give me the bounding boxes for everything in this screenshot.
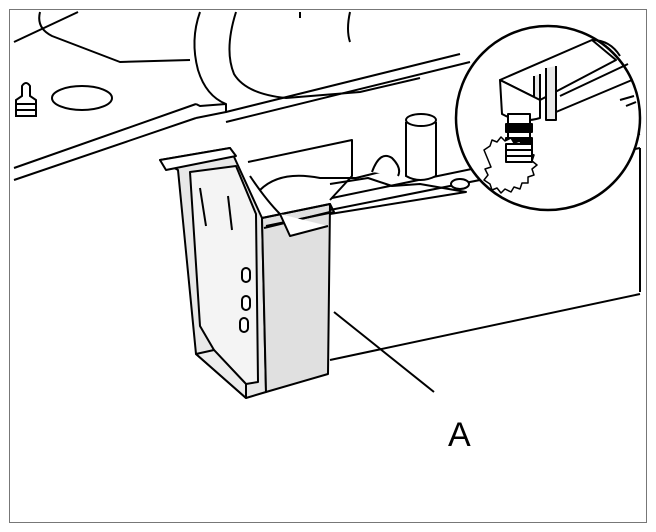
detail-inset-content xyxy=(483,39,637,194)
callout-leader xyxy=(333,311,435,393)
deck-hole xyxy=(450,178,470,190)
post xyxy=(371,113,437,181)
filler-cap xyxy=(15,82,113,117)
callout-label-a: A xyxy=(448,416,471,454)
tray-bracket xyxy=(159,147,335,399)
